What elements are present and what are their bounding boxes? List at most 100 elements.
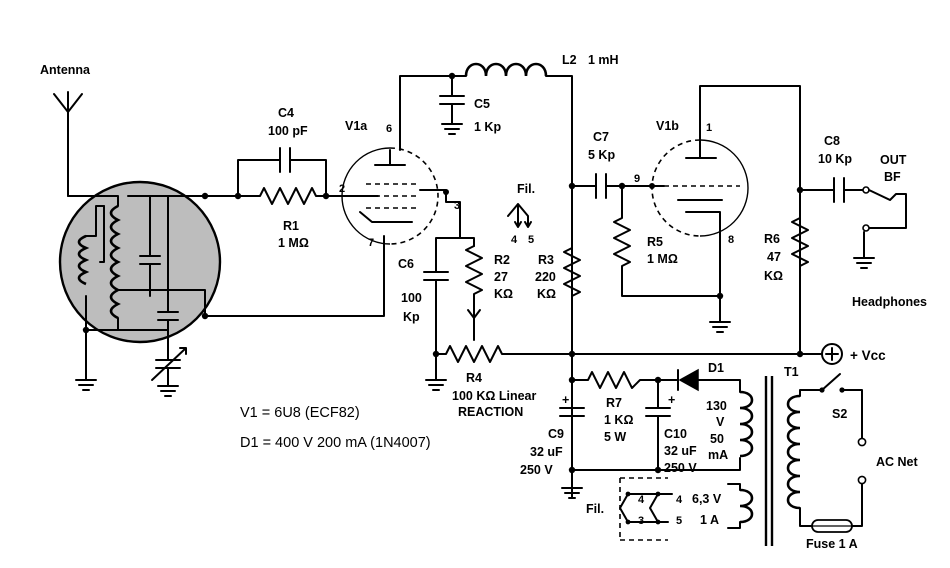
resistor-r6 bbox=[791, 217, 809, 267]
inductor-l2 bbox=[464, 62, 573, 499]
antenna-symbol bbox=[53, 91, 83, 197]
c9-voltage: 250 V bbox=[520, 463, 553, 477]
t1-sec1-i: 50 bbox=[710, 432, 724, 446]
r3-name: R3 bbox=[538, 253, 554, 267]
antenna-label: Antenna bbox=[40, 63, 91, 77]
tuning-capacitor bbox=[151, 329, 187, 397]
t1-sec1-vu: V bbox=[716, 415, 725, 429]
capacitor-c7 bbox=[571, 173, 653, 199]
r6-value2: KΩ bbox=[764, 269, 783, 283]
s2-name: S2 bbox=[832, 407, 847, 421]
r2-value1: 27 bbox=[494, 270, 508, 284]
c10-voltage: 250 V bbox=[664, 461, 697, 475]
c8-value: 10 Kp bbox=[818, 152, 852, 166]
l2-label: L2 bbox=[562, 53, 577, 67]
c7-value: 5 Kp bbox=[588, 148, 615, 162]
switch-s2 bbox=[799, 373, 863, 439]
c6-value2: Kp bbox=[403, 310, 420, 324]
headphone-jack bbox=[853, 186, 907, 269]
capacitor-c10 bbox=[645, 379, 671, 471]
v1a-pin7: 7 bbox=[368, 237, 374, 249]
resistor-r7 bbox=[571, 371, 673, 389]
capacitor-c8 bbox=[799, 177, 865, 203]
c7-name: C7 bbox=[593, 130, 609, 144]
fuse-label: Fuse 1 A bbox=[806, 537, 858, 551]
fil2-pin4b: 4 bbox=[676, 494, 683, 506]
note-v1: V1 = 6U8 (ECF82) bbox=[240, 405, 360, 421]
fil-name: Fil. bbox=[517, 182, 535, 196]
tuning-coil-assembly bbox=[58, 180, 222, 344]
c10-value: 32 uF bbox=[664, 444, 697, 458]
v1a-pin3: 3 bbox=[454, 200, 460, 212]
r4-name: R4 bbox=[466, 371, 482, 385]
v1a-pin2: 2 bbox=[339, 183, 345, 195]
c10-name: C10 bbox=[664, 427, 687, 441]
r5-value: 1 MΩ bbox=[647, 252, 678, 266]
r5-name: R5 bbox=[647, 235, 663, 249]
c10-polarity: + bbox=[668, 393, 675, 407]
fil-pin5: 5 bbox=[528, 234, 534, 246]
t1-sec1-iu: mA bbox=[708, 448, 728, 462]
capacitor-c6 bbox=[423, 237, 461, 355]
r4-value: 100 KΩ Linear bbox=[452, 389, 536, 403]
fil2-name: Fil. bbox=[586, 502, 604, 516]
note-d1: D1 = 400 V 200 mA (1N4007) bbox=[240, 435, 431, 451]
fuse bbox=[799, 507, 853, 533]
l2-value: 1 mH bbox=[588, 53, 619, 67]
c5-name: C5 bbox=[474, 97, 490, 111]
c8-name: C8 bbox=[824, 134, 840, 148]
potentiometer-r4 bbox=[435, 317, 573, 363]
vcc-terminal bbox=[821, 343, 843, 365]
tube-v1b bbox=[649, 139, 749, 237]
capacitor-c9 bbox=[559, 379, 585, 489]
v1b-pin9: 9 bbox=[634, 173, 640, 185]
r4-function: REACTION bbox=[458, 405, 523, 419]
c5-value: 1 Kp bbox=[474, 120, 501, 134]
d1-name: D1 bbox=[708, 361, 724, 375]
filament-symbol-v1 bbox=[507, 203, 532, 228]
acnet-label: AC Net bbox=[876, 455, 919, 469]
out-line1: OUT bbox=[880, 153, 907, 167]
headphones-label: Headphones bbox=[852, 295, 927, 309]
ac-net-terminals bbox=[851, 437, 867, 527]
v1b-name: V1b bbox=[656, 119, 679, 133]
c9-name: C9 bbox=[548, 427, 564, 441]
v1b-pin8: 8 bbox=[728, 234, 734, 246]
ground-symbol-supply bbox=[561, 487, 583, 499]
r6-value1: 47 bbox=[767, 250, 781, 264]
r7-value: 1 KΩ bbox=[604, 413, 633, 427]
resistor-r2 bbox=[465, 245, 483, 319]
transformer-t1 bbox=[727, 376, 801, 546]
filament-connector bbox=[619, 477, 673, 541]
out-line2: BF bbox=[884, 170, 901, 184]
c6-value1: 100 bbox=[401, 291, 422, 305]
resistor-r1 bbox=[237, 187, 327, 205]
t1-sec1-v: 130 bbox=[706, 399, 727, 413]
c9-polarity: + bbox=[562, 393, 569, 407]
ground-symbol-antenna bbox=[75, 329, 97, 391]
r6-name: R6 bbox=[764, 232, 780, 246]
c4-name: C4 bbox=[278, 106, 294, 120]
vcc-label: + Vcc bbox=[850, 348, 886, 363]
capacitor-c5 bbox=[439, 72, 465, 135]
r1-value: 1 MΩ bbox=[278, 236, 309, 250]
c6-name: C6 bbox=[398, 257, 414, 271]
fil2-pin5b: 5 bbox=[676, 515, 682, 527]
t1-name: T1 bbox=[784, 365, 799, 379]
r2-value2: KΩ bbox=[494, 287, 513, 301]
v1a-pin6: 6 bbox=[386, 123, 392, 135]
capacitor-c4 bbox=[237, 147, 327, 197]
r3-value1: 220 bbox=[535, 270, 556, 284]
r7-name: R7 bbox=[606, 396, 622, 410]
r7-power: 5 W bbox=[604, 430, 626, 444]
resistor-r3 bbox=[563, 247, 581, 297]
c9-value: 32 uF bbox=[530, 445, 563, 459]
resistor-r5 bbox=[613, 185, 721, 297]
r3-value2: KΩ bbox=[537, 287, 556, 301]
r2-name: R2 bbox=[494, 253, 510, 267]
fil2-pin4a: 4 bbox=[638, 494, 645, 506]
fil2-pin3a: 3 bbox=[638, 515, 644, 527]
tube-v1a bbox=[341, 147, 449, 245]
